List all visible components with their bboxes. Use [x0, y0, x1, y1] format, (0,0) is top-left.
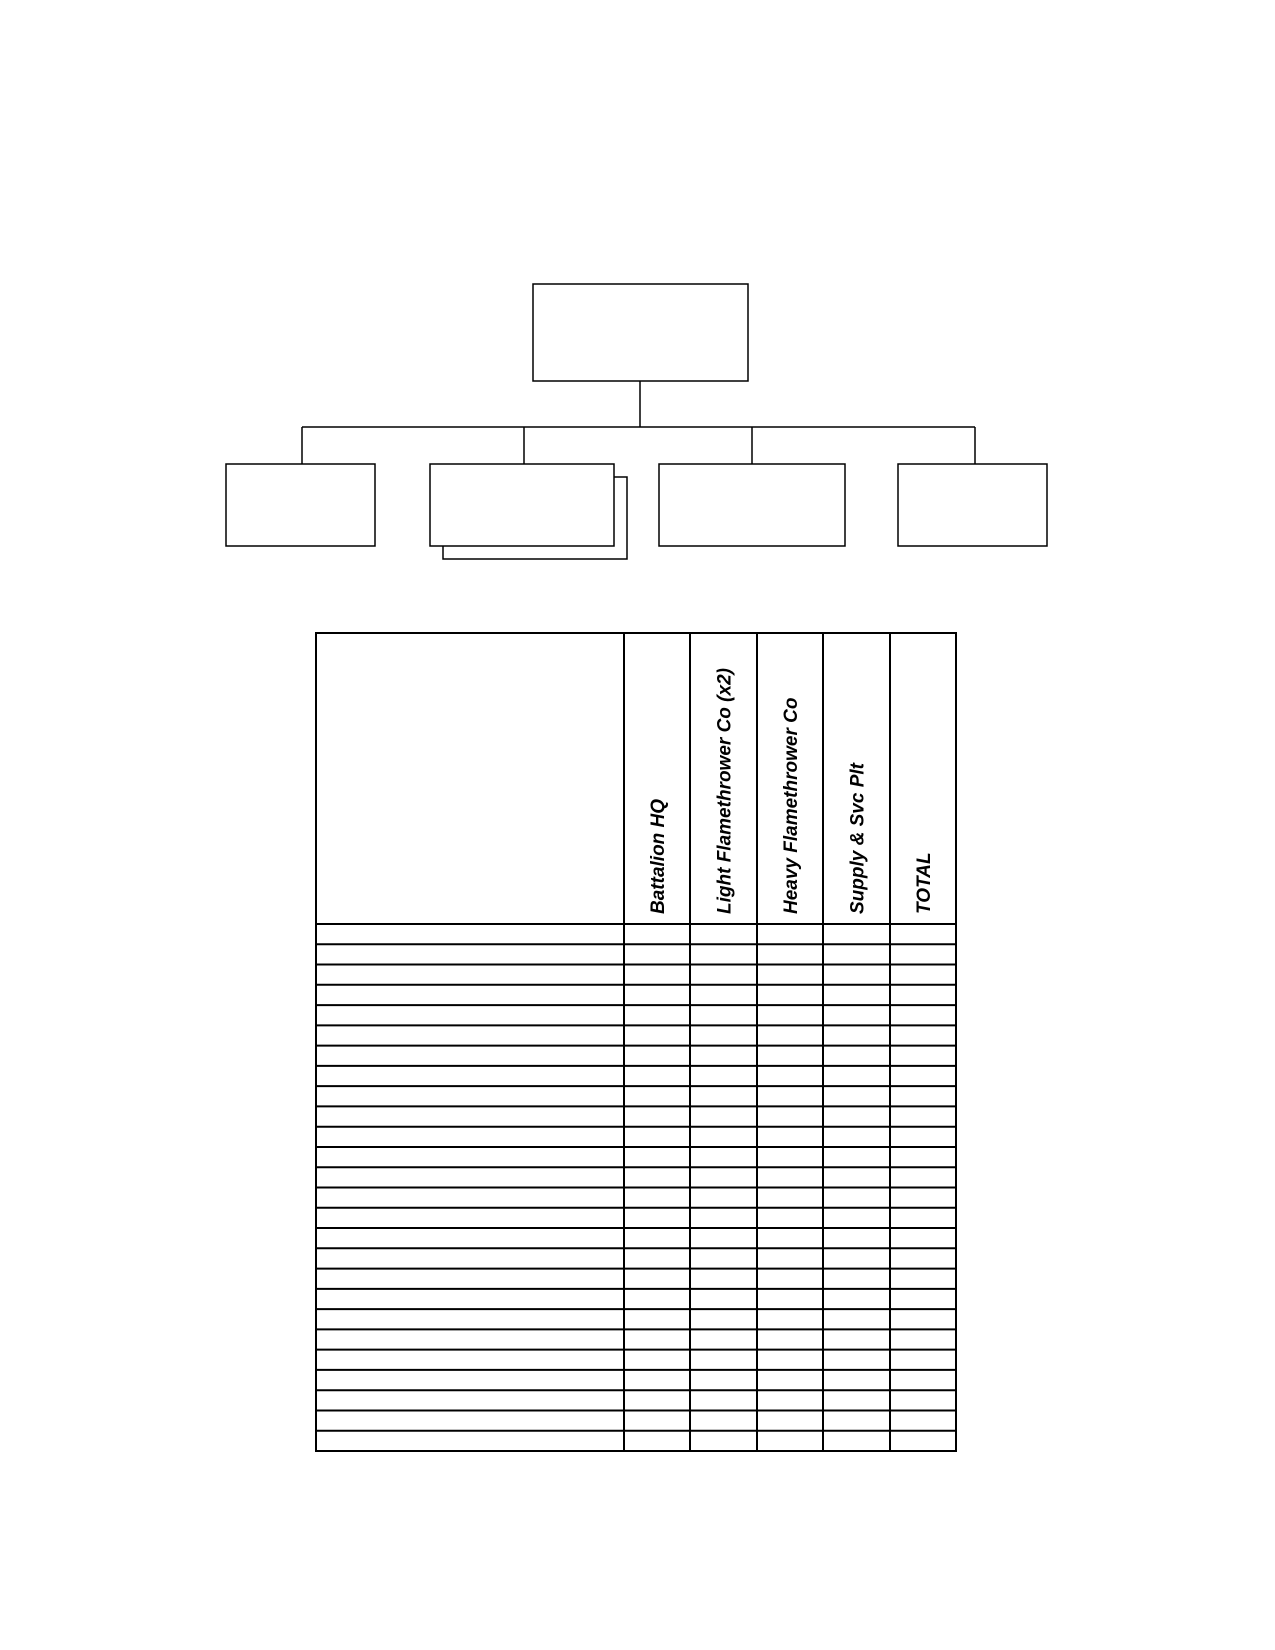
- column-header-1: Battalion HQ: [648, 799, 669, 914]
- sub-unit-box-4: [897, 463, 1048, 547]
- column-header-5: TOTAL: [914, 852, 935, 914]
- column-header-3: Heavy Flamethrower Co: [781, 698, 802, 914]
- column-header-4: Supply & Svc Plt: [848, 762, 869, 914]
- sub-unit-box-2: [429, 463, 615, 547]
- org-chart: [225, 283, 1048, 560]
- sub-unit-box-1: [225, 463, 376, 547]
- column-header-2: Light Flamethrower Co (x2): [715, 668, 736, 914]
- strength-table: Battalion HQ Light Flamethrower Co (x2) He…: [315, 632, 957, 1452]
- sub-unit-box-3: [658, 463, 846, 547]
- top-unit-box: [532, 283, 749, 382]
- table-border: [315, 632, 957, 1452]
